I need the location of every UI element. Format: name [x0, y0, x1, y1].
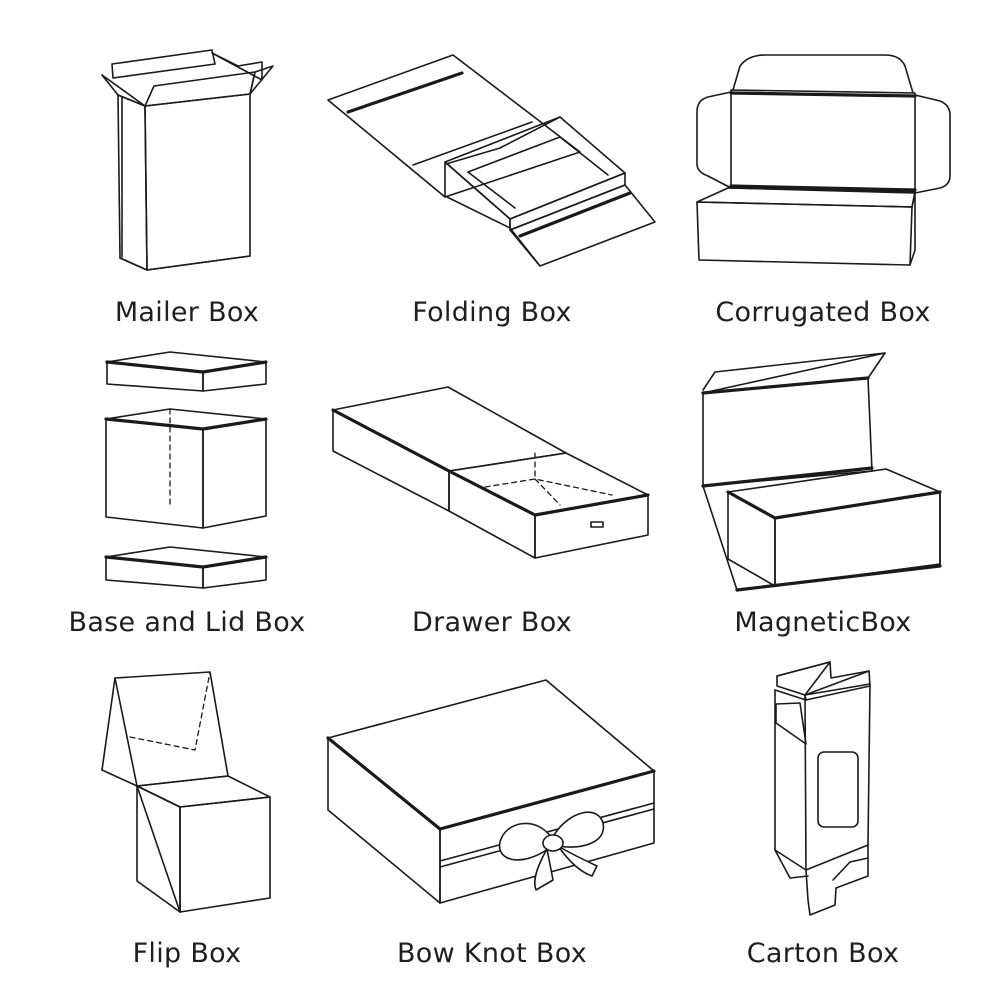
- label-folding-box: Folding Box: [412, 297, 572, 328]
- label-mailer-box: Mailer Box: [114, 297, 260, 328]
- label-bow-knot-box: Bow Knot Box: [396, 938, 587, 969]
- bow-ribbon: [498, 811, 605, 891]
- label-drawer-box: Drawer Box: [411, 607, 572, 638]
- corrugated-box-drawing: [696, 54, 951, 266]
- label-carton-box: Carton Box: [746, 938, 900, 969]
- base-and-lid-box-drawing: [104, 351, 268, 589]
- folding-box-drawing: [327, 54, 656, 267]
- label-flip-box: Flip Box: [132, 938, 242, 969]
- bow-knot-box-drawing: [326, 679, 656, 904]
- drawer-box-drawing: [331, 386, 650, 559]
- label-base-and-lid-box: Base and Lid Box: [68, 607, 306, 638]
- magnetic-box-drawing: [701, 352, 942, 592]
- label-magnetic-box: MagneticBox: [734, 607, 912, 638]
- flip-box-drawing: [101, 671, 271, 913]
- carton-box-drawing: [774, 661, 871, 916]
- mailer-box-drawing: [101, 49, 274, 271]
- label-corrugated-box: Corrugated Box: [715, 297, 931, 328]
